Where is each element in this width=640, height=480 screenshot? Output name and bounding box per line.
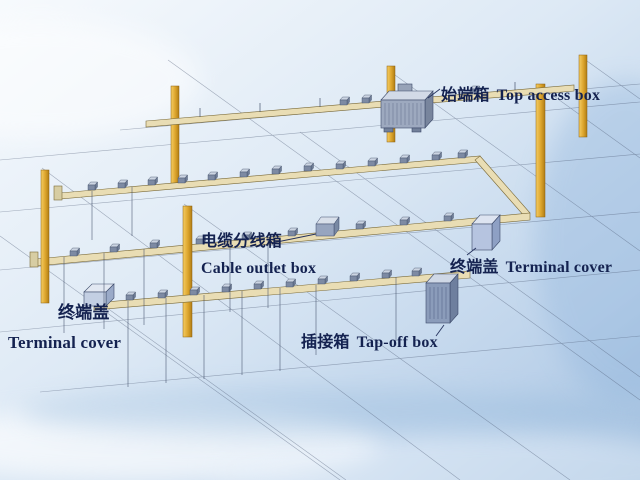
label-tap-off-box-zh: 插接箱 (301, 334, 350, 351)
tap-unit (431, 151, 442, 161)
tap-unit (355, 220, 366, 230)
tap-unit (411, 267, 422, 277)
support-column (535, 83, 546, 218)
label-cable-outlet-box-en: Cable outlet box (201, 260, 317, 277)
tap-unit (457, 149, 468, 159)
end-cap (53, 185, 63, 201)
label-top-access-box: 始端箱 Top access box (441, 82, 600, 109)
leader-terminal-right (466, 247, 477, 256)
busway-run-middle (29, 212, 531, 268)
tap-unit (149, 239, 160, 249)
tap-unit (339, 96, 350, 106)
leader-top-access (427, 88, 441, 99)
busway-run-front (93, 267, 471, 311)
support-columns-front (40, 169, 193, 338)
leader-cable-outlet (271, 233, 317, 244)
support-column (170, 85, 180, 187)
tap-unit (443, 212, 454, 222)
tap-off-box (425, 273, 459, 324)
tap-unit (349, 272, 360, 282)
label-terminal-cover-right-zh: 终端盖 (450, 259, 499, 276)
clouds (0, 20, 640, 480)
label-terminal-cover-left-zh: 终端盖 (58, 303, 110, 322)
tap-unit (157, 289, 168, 299)
label-terminal-cover-left-en: Terminal cover (8, 333, 122, 352)
tap-unit (239, 168, 250, 178)
tap-unit (303, 162, 314, 172)
label-terminal-cover-left: 终端盖 Terminal cover (8, 298, 121, 358)
top-access-box (380, 83, 434, 133)
tap-unit (367, 157, 378, 167)
tap-unit (189, 286, 200, 296)
support-column (182, 205, 193, 338)
terminal-cover-box-left (83, 283, 115, 307)
support-column (578, 54, 588, 138)
tap-unit (399, 154, 410, 164)
leader-terminal-left (69, 305, 89, 319)
tap-unit (87, 181, 98, 191)
support-column (40, 169, 50, 304)
tap-unit (361, 94, 372, 104)
label-tap-off-box: 插接箱 Tap-off box (301, 329, 438, 356)
leader-lines (69, 88, 477, 337)
label-terminal-cover-right-en: Terminal cover (505, 259, 613, 276)
tap-unit (147, 176, 158, 186)
tap-unit (253, 280, 264, 290)
tap-unit (117, 179, 128, 189)
hanger-ticks (199, 82, 516, 117)
tap-unit (317, 275, 328, 285)
tap-unit (177, 174, 188, 184)
cable-outlet-box (315, 216, 340, 237)
tap-unit (125, 291, 136, 301)
terminal-cover-box-right (471, 214, 501, 251)
label-terminal-cover-right: 终端盖 Terminal cover (450, 254, 612, 281)
tap-unit (381, 269, 392, 279)
tap-unit (399, 216, 410, 226)
label-top-access-box-zh: 始端箱 (441, 87, 490, 104)
tap-unit (335, 160, 346, 170)
tap-unit (109, 243, 120, 253)
hanger-rods (63, 187, 397, 387)
end-cap (29, 251, 39, 268)
tap-unit (207, 171, 218, 181)
label-cable-outlet-box-zh: 电缆分线箱 (201, 233, 283, 250)
leader-tap-off (435, 324, 445, 337)
label-top-access-box-en: Top access box (496, 87, 601, 104)
label-cable-outlet-box: 电缆分线箱 Cable outlet box (201, 228, 316, 282)
tap-unit (271, 165, 282, 175)
label-tap-off-box-en: Tap-off box (356, 334, 438, 351)
tap-unit (69, 247, 80, 257)
